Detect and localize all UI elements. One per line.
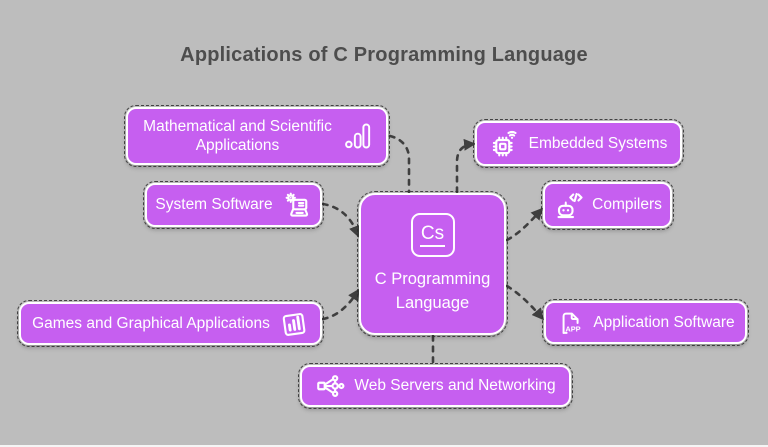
central-node-label: C Programming Language xyxy=(374,270,491,312)
connector-games xyxy=(321,288,360,321)
node-games-graphical: Games and Graphical Applications xyxy=(17,300,324,347)
robot-code-icon xyxy=(553,190,583,220)
svg-text:APP: APP xyxy=(566,324,581,333)
cs-element-icon: Cs xyxy=(410,213,455,258)
bottom-edge-line xyxy=(0,445,768,447)
app-file-icon: APP xyxy=(556,309,584,337)
node-mathematical-scientific: Mathematical and Scientific Applications xyxy=(124,105,390,167)
node-label: Compilers xyxy=(592,196,662,214)
connector-application xyxy=(505,284,544,321)
connector-embedded xyxy=(455,138,476,194)
network-cluster-icon xyxy=(315,371,345,401)
node-web-servers-networking: Web Servers and Networking xyxy=(298,363,573,409)
connector-system-software xyxy=(321,202,361,238)
node-label: Mathematical and Scientific Applications xyxy=(143,117,332,154)
node-label: Application Software xyxy=(593,313,735,331)
connector-compilers xyxy=(505,207,544,242)
node-system-software: System Software xyxy=(143,181,324,229)
node-label: System Software xyxy=(155,196,273,214)
laptop-gear-icon xyxy=(282,190,312,220)
page-title: Applications of C Programming Language xyxy=(180,44,588,66)
node-label: Embedded Systems xyxy=(528,134,668,152)
games-graphics-icon xyxy=(279,309,309,339)
node-label: Web Servers and Networking xyxy=(354,377,556,395)
node-compilers: Compilers xyxy=(541,180,674,230)
cs-element-symbol: Cs xyxy=(419,224,446,247)
node-embedded-systems: Embedded Systems xyxy=(473,119,684,168)
node-c-programming-language: Cs C Programming Language xyxy=(357,191,508,337)
node-label: Games and Graphical Applications xyxy=(32,314,270,332)
connector-mathematical xyxy=(388,134,411,194)
chip-wifi-icon xyxy=(490,129,520,159)
node-application-software: APP Application Software xyxy=(542,299,749,346)
bar-chart-icon xyxy=(344,122,374,150)
